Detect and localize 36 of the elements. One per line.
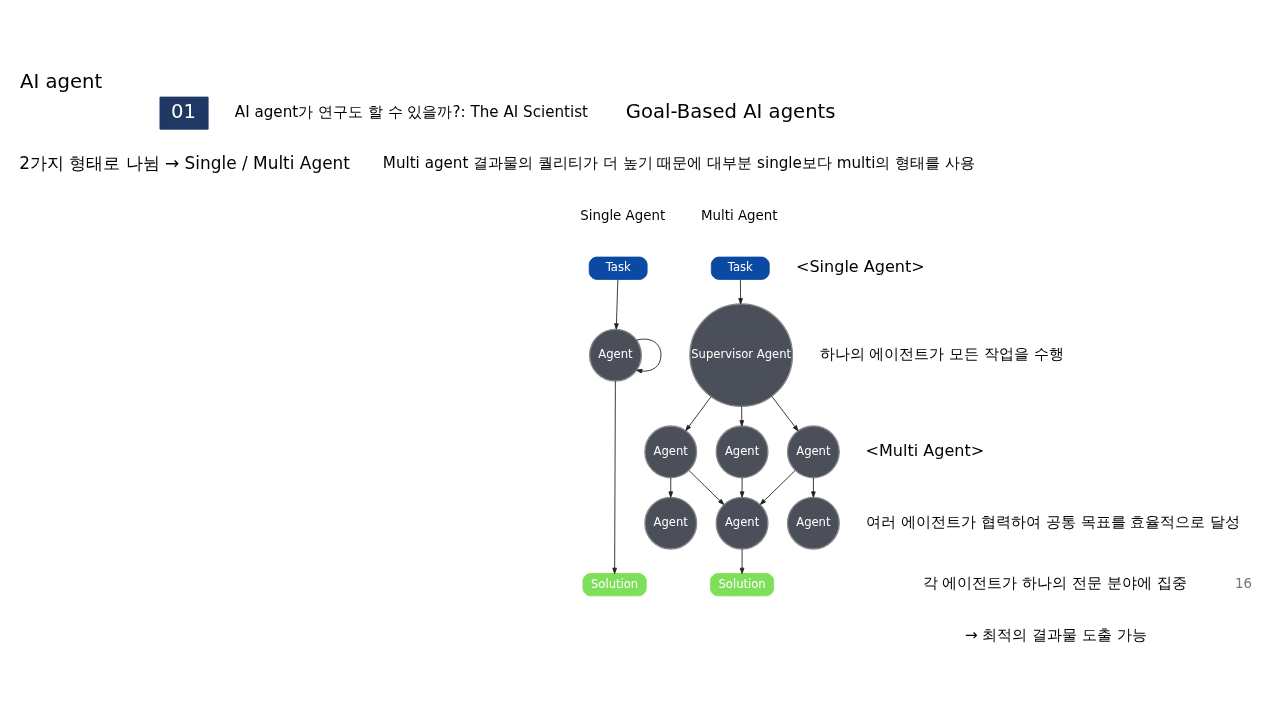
label: <Single Agent> [796, 256, 925, 276]
label: Multi Agent [701, 207, 778, 223]
label: 01 [171, 99, 197, 123]
label: Multi agent 결과물의 퀄리티가 더 높기 때문에 대부분 single보다 multi의 형태를 사용 [382, 153, 976, 172]
arrow [759, 469, 796, 505]
node-circle: Agent [786, 496, 840, 550]
arrow [739, 405, 745, 426]
node-circle: Supervisor Agent [689, 302, 794, 407]
label: 16 [1235, 575, 1253, 591]
label: → 최적의 결과물 도출 가능 [964, 625, 1147, 644]
label: AI agent가 연구도 할 수 있을까?: The AI Scientist [234, 102, 589, 121]
diagram-title: AI agent [19, 69, 103, 93]
arrow [614, 278, 619, 330]
node-box: Solution [582, 572, 647, 596]
arrow [636, 338, 662, 373]
node-circle: Agent [644, 496, 698, 550]
arrow [739, 548, 745, 574]
node-circle: Agent [715, 424, 769, 478]
arrow [688, 469, 725, 505]
arrow [738, 278, 743, 304]
label: 여러 에이전트가 협력하여 공통 목표를 효율적으로 달성 [866, 512, 1241, 531]
arrow [612, 380, 617, 574]
label: Goal-Based AI agents [625, 99, 836, 123]
label: <Multi Agent> [865, 440, 985, 460]
arrow [739, 476, 745, 498]
arrow [668, 476, 674, 498]
label: Single Agent [580, 207, 666, 223]
node-box: Task [588, 256, 648, 280]
label: 하나의 에이전트가 모든 작업을 수행 [819, 344, 1064, 363]
arrow [811, 476, 816, 498]
label: 각 에이전트가 하나의 전문 분야에 집중 [922, 573, 1187, 592]
arrow [771, 395, 799, 431]
arrow [685, 395, 712, 431]
node-box: Task [710, 256, 770, 280]
node-box: Solution [709, 572, 775, 596]
label: 2가지 형태로 나뉨 → Single / Multi Agent [19, 152, 350, 173]
